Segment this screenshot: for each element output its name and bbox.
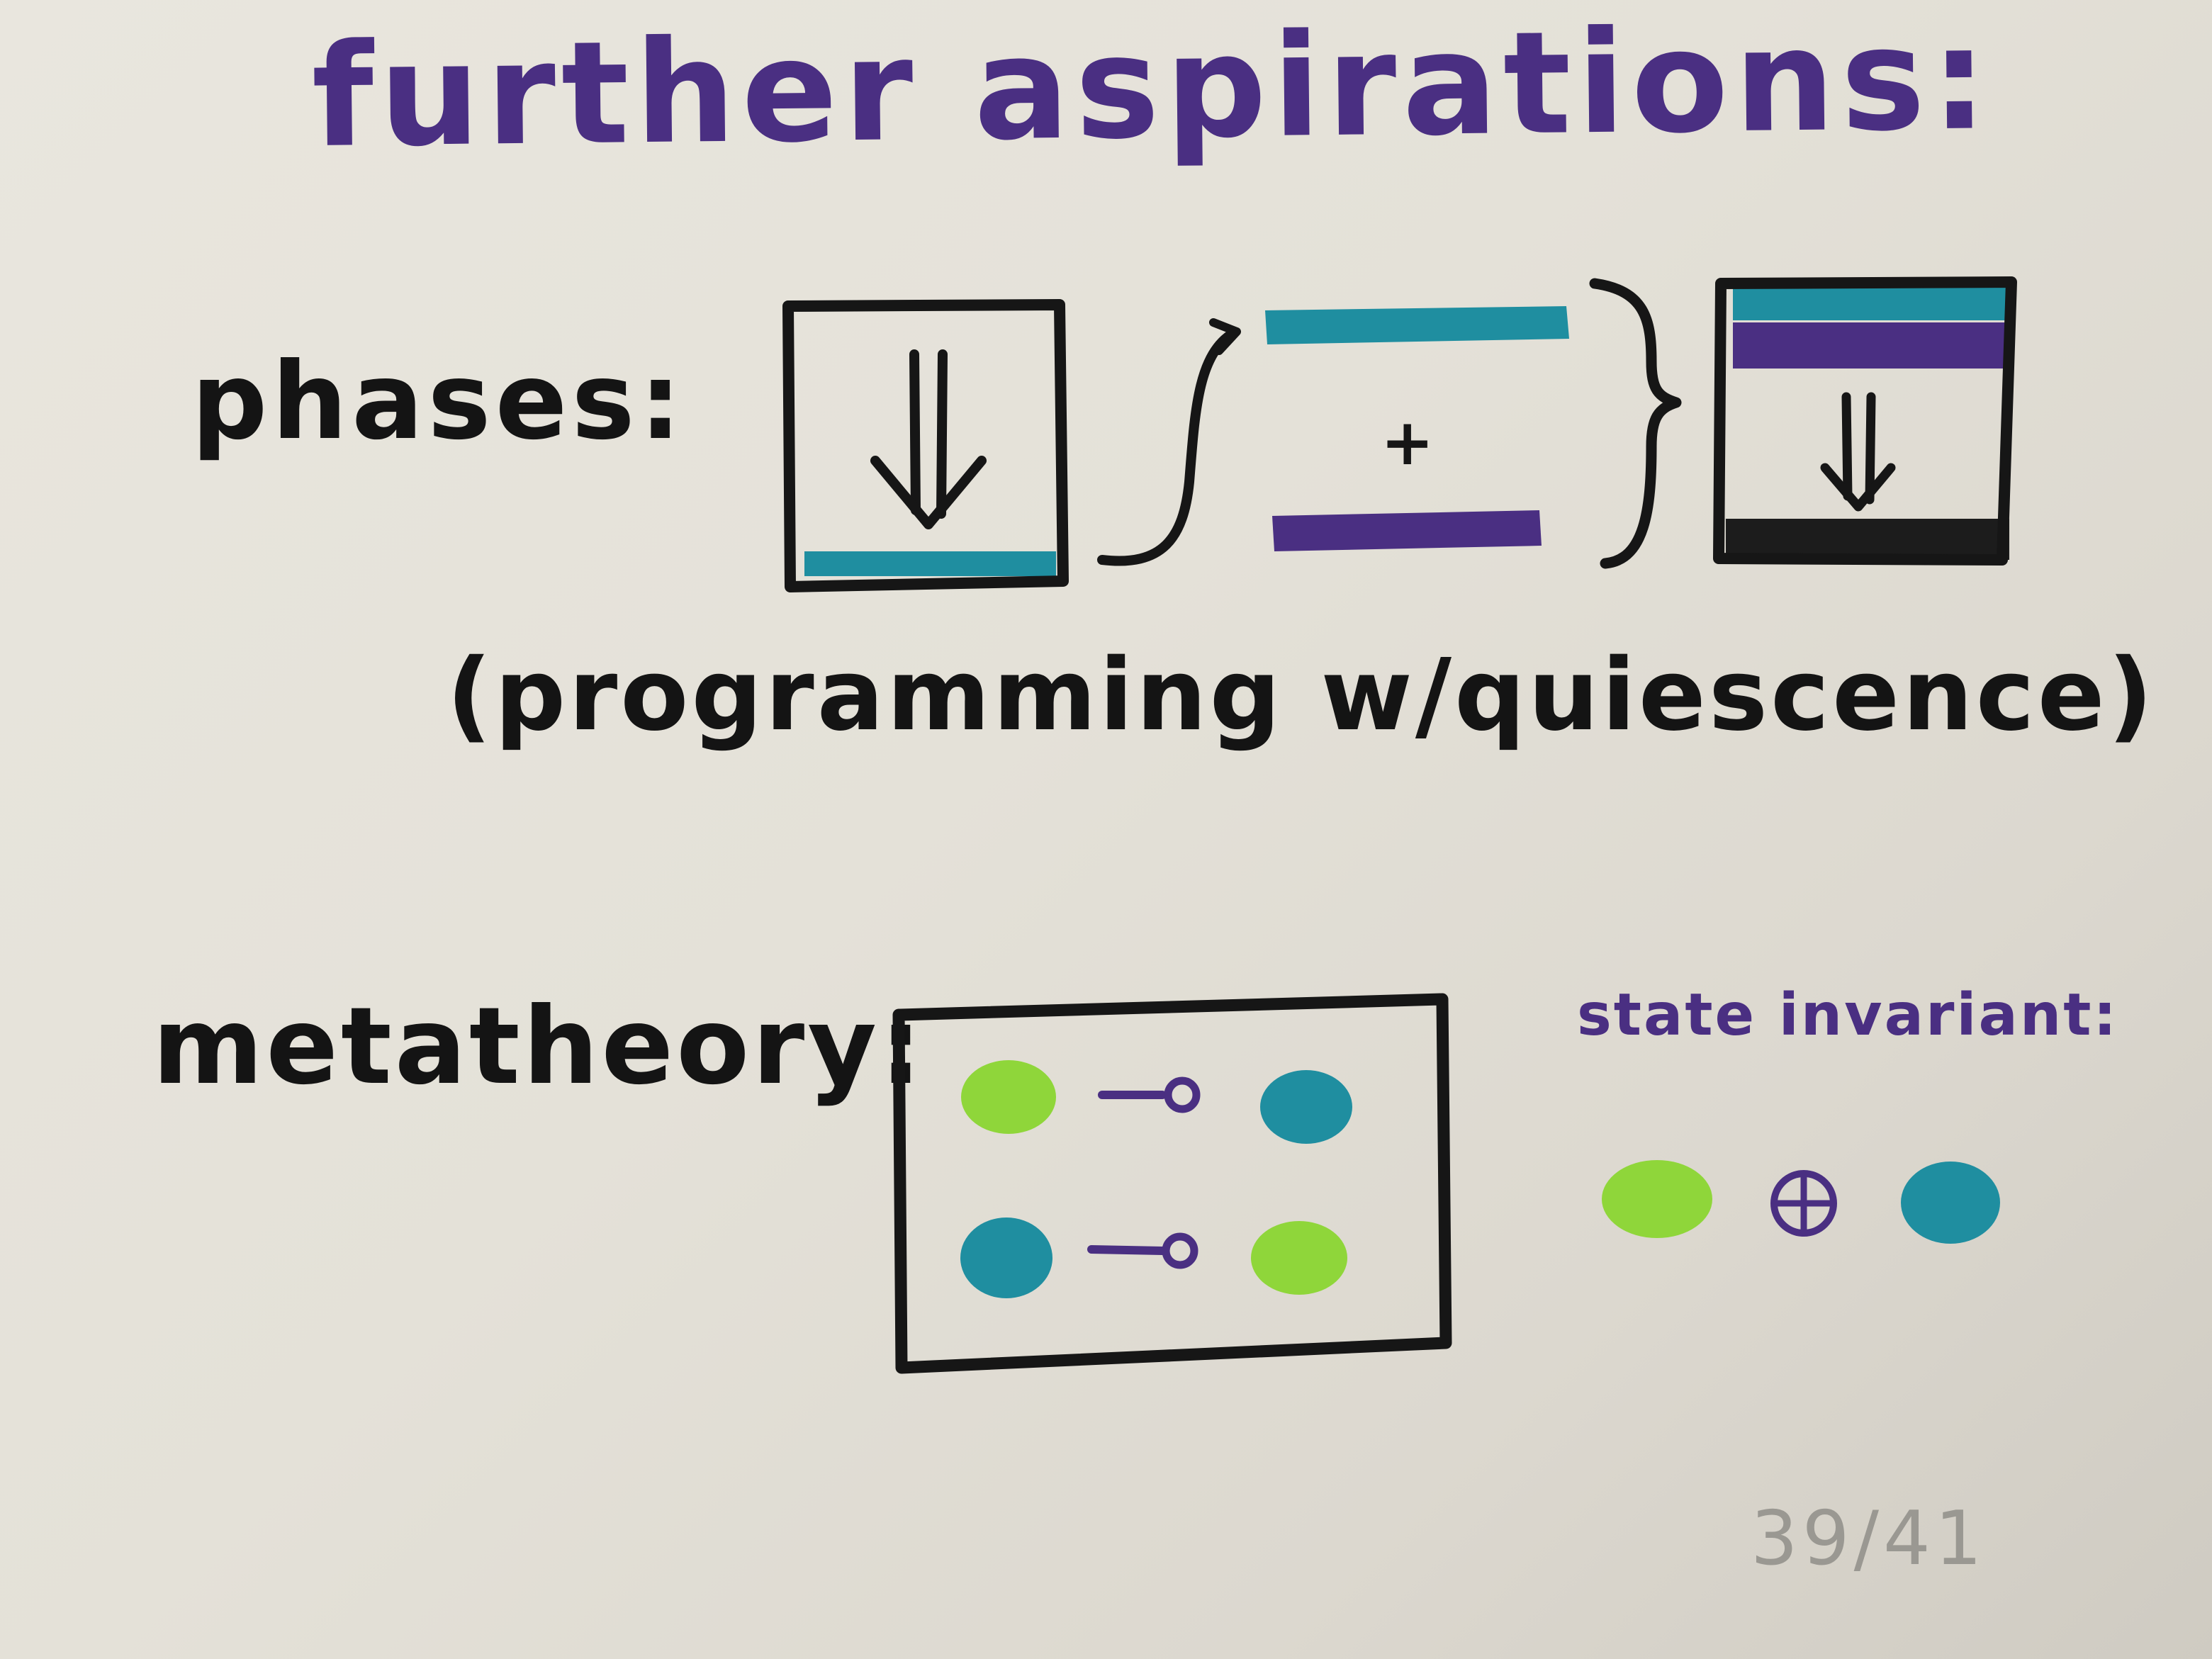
teal-bar — [1733, 285, 2006, 320]
circled-plus-icon — [1770, 1170, 1837, 1237]
plus-symbol: + — [1381, 405, 1434, 480]
lime-resource — [1602, 1160, 1712, 1238]
lollipop-linear-implication-icon — [1087, 1232, 1198, 1269]
lollipop-linear-implication-icon — [1098, 1076, 1201, 1113]
teal-bar — [804, 551, 1056, 576]
box-outline — [1713, 276, 2017, 566]
metatheory-box — [892, 993, 1452, 1374]
phases-label: phases: — [191, 340, 686, 463]
teal-resource — [960, 1217, 1052, 1298]
purple-bar — [1272, 510, 1542, 551]
phases-caption: (programming w/quiescence) — [447, 638, 2156, 753]
lime-resource — [1251, 1221, 1347, 1295]
double-down-arrow-icon — [870, 349, 987, 529]
box-outline — [782, 299, 1069, 592]
page-number: 39/41 — [1751, 1495, 1987, 1582]
double-down-arrow-icon — [1820, 392, 1896, 512]
lime-resource — [961, 1060, 1056, 1134]
phase-box-right — [1713, 276, 2017, 566]
state-invariant-expression — [1602, 1160, 2000, 1244]
black-bar — [1726, 519, 2009, 560]
box-outline — [892, 993, 1452, 1374]
teal-resource — [1901, 1162, 2000, 1244]
curved-arrow-icon — [1097, 318, 1241, 566]
purple-bar — [1733, 322, 2006, 369]
phase-box-left — [782, 299, 1069, 592]
teal-resource — [1260, 1070, 1352, 1144]
teal-bar — [1265, 306, 1569, 344]
phase-fraction — [1265, 306, 1569, 551]
metatheory-label: metatheory: — [152, 985, 925, 1108]
state-invariant-label: state invariant: — [1577, 982, 2119, 1049]
right-curly-brace-icon — [1589, 278, 1682, 569]
slide-title: further aspirations: — [310, 0, 1994, 179]
